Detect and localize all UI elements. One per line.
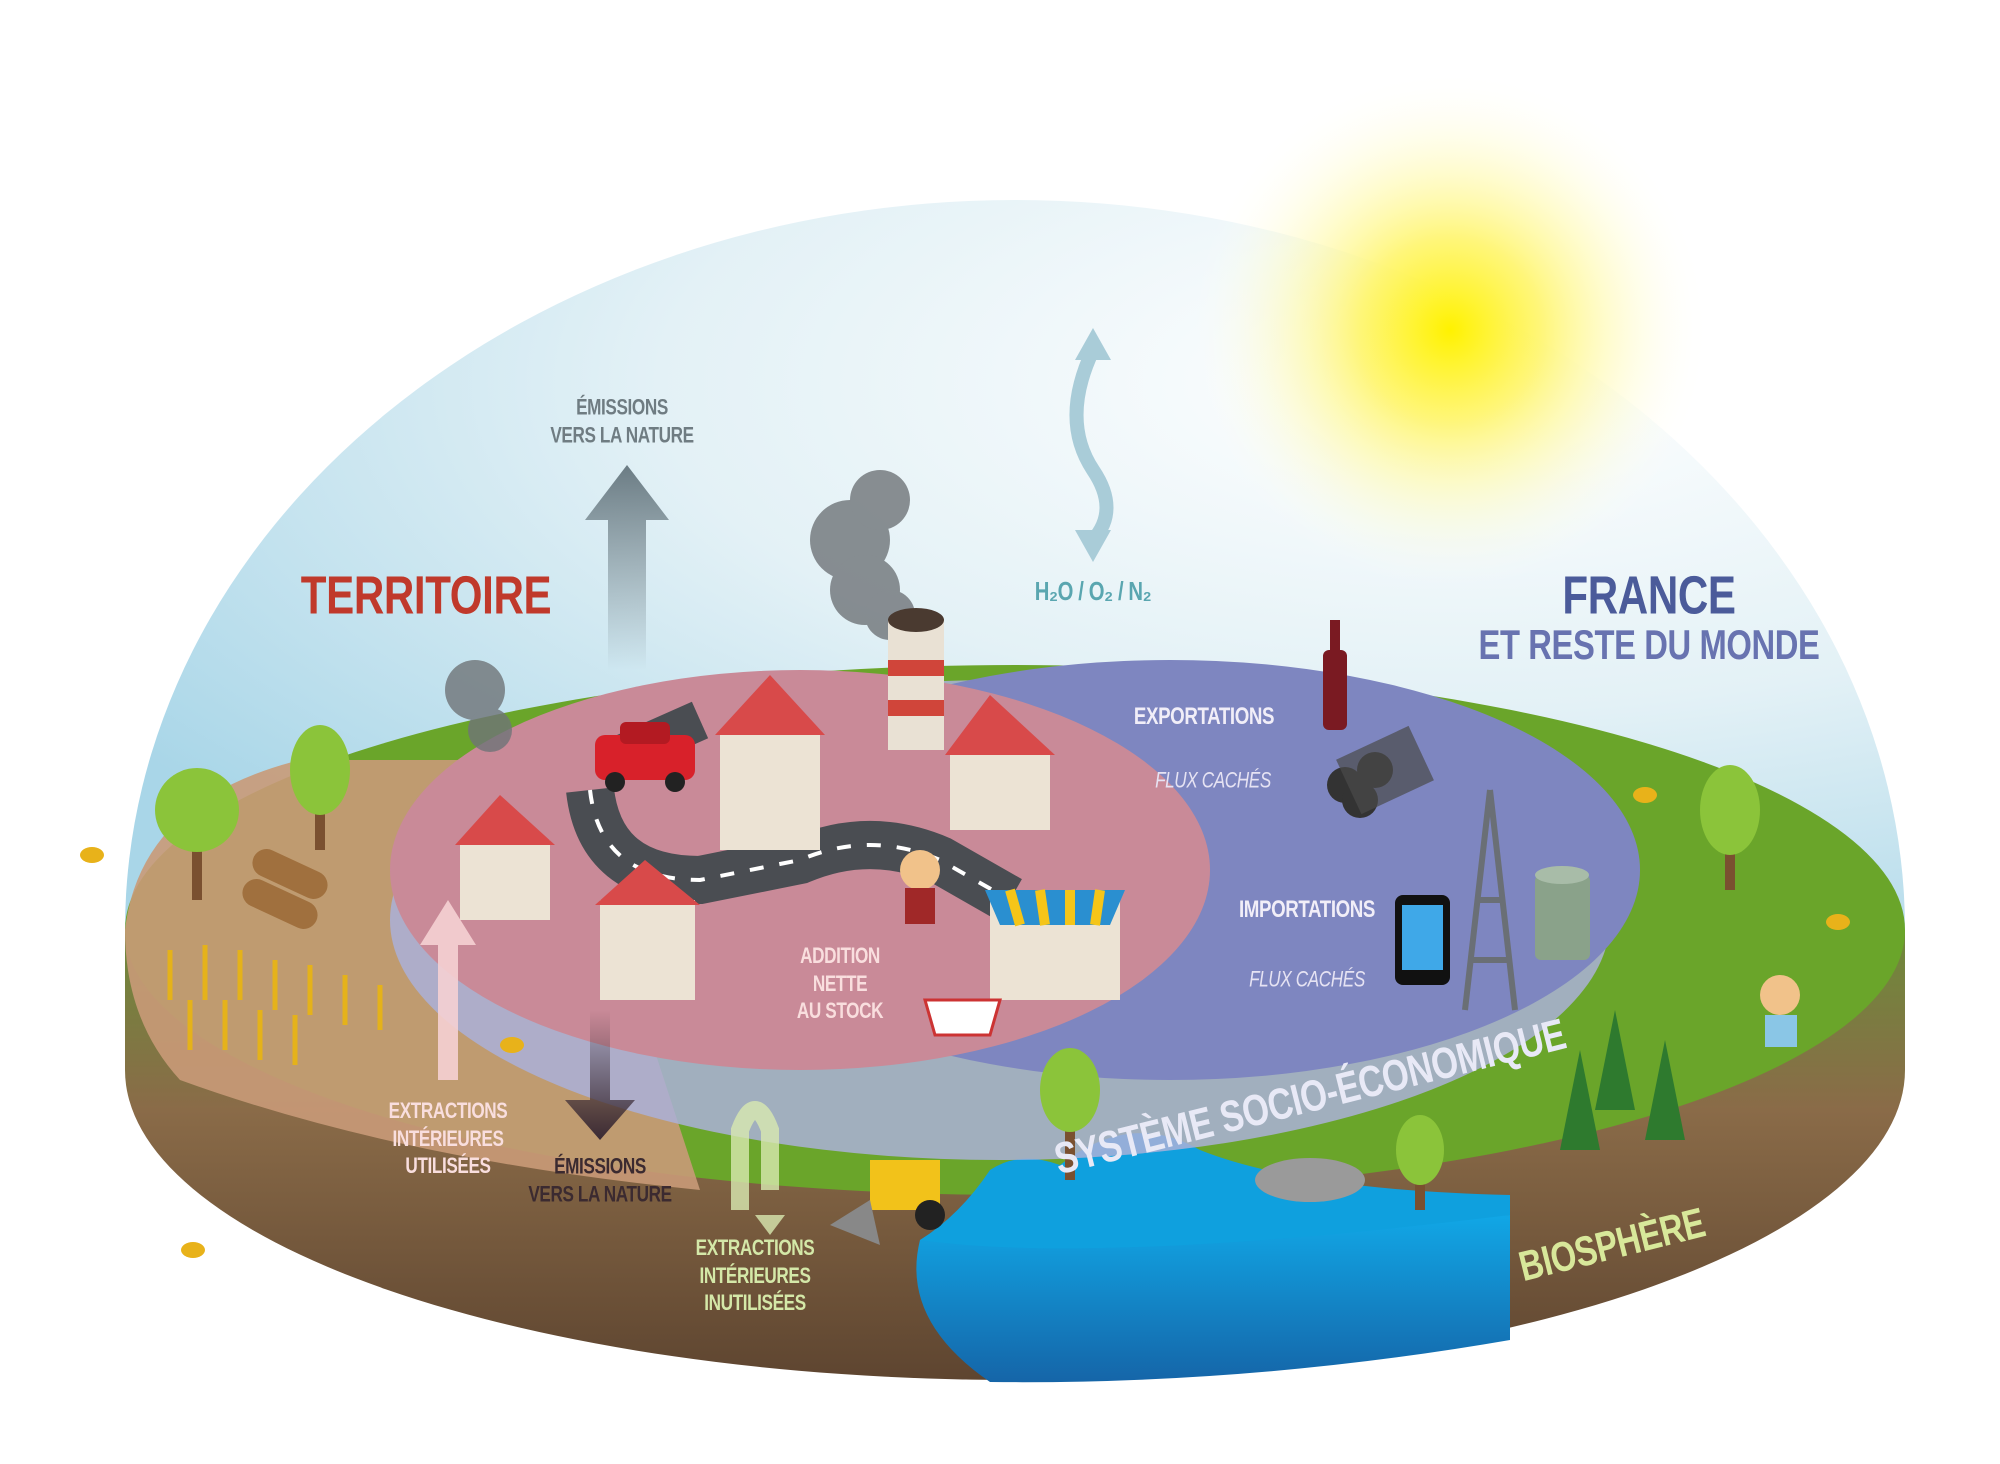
emissions-up-arrow xyxy=(585,465,669,670)
addition-line2: NETTE xyxy=(812,970,868,996)
bees xyxy=(80,787,1850,1258)
running-child xyxy=(1760,975,1800,1047)
rest-of-world-title: ET RESTE DU MONDE xyxy=(1478,620,1820,668)
pipes xyxy=(1327,725,1434,818)
wine-bottle xyxy=(1323,620,1347,730)
logs xyxy=(242,849,328,929)
used-extractions-label: EXTRACTIONS INTÉRIEURES UTILISÉES xyxy=(389,1097,508,1180)
used-extractions-line2: INTÉRIEURES xyxy=(392,1125,504,1151)
oil-barrel xyxy=(1535,866,1590,960)
car xyxy=(595,722,695,792)
emissions-bottom-line2: VERS LA NATURE xyxy=(528,1181,672,1206)
addition-line3: AU STOCK xyxy=(796,997,884,1023)
unused-extractions-line2: INTÉRIEURES xyxy=(699,1262,811,1288)
used-extractions-line1: EXTRACTIONS xyxy=(388,1097,508,1123)
wheat-field xyxy=(167,945,383,1065)
unused-extractions-label: EXTRACTIONS INTÉRIEURES INUTILISÉES xyxy=(696,1234,815,1317)
smoke xyxy=(445,470,915,752)
extractions-up-arrow xyxy=(420,900,476,1080)
unused-extractions-line3: INUTILISÉES xyxy=(704,1289,806,1315)
emissions-top-line1: ÉMISSIONS xyxy=(576,394,668,420)
unused-extractions-arrow xyxy=(731,1101,779,1210)
gas-exchange-arrow xyxy=(1069,347,1114,545)
addition-line1: ADDITION xyxy=(800,942,880,968)
smartphone xyxy=(1395,895,1450,985)
shop xyxy=(985,888,1125,1000)
factory-chimney xyxy=(888,608,944,750)
emissions-down-arrow xyxy=(565,1010,635,1140)
hidden-flows-import-label: FLUX CACHÉS xyxy=(1249,966,1365,992)
emissions-bottom-line1: ÉMISSIONS xyxy=(554,1153,646,1179)
bulldozer xyxy=(830,1160,945,1245)
importations-label: IMPORTATIONS xyxy=(1238,896,1376,923)
pylon xyxy=(1462,789,1518,1011)
unused-extractions-line1: EXTRACTIONS xyxy=(695,1234,815,1260)
net-stock-addition-label: ADDITION NETTE AU STOCK xyxy=(796,942,884,1025)
lake-front xyxy=(916,1215,1510,1383)
hidden-flows-export-label: FLUX CACHÉS xyxy=(1155,767,1271,793)
emissions-bottom-label: ÉMISSIONS VERS LA NATURE xyxy=(528,1153,672,1208)
gases-label: H₂O / O₂ / N₂ xyxy=(1034,575,1152,606)
exportations-label: EXPORTATIONS xyxy=(1133,703,1275,730)
shopping-basket xyxy=(923,998,1002,1037)
used-extractions-line3: UTILISÉES xyxy=(405,1152,491,1178)
person xyxy=(900,850,940,924)
emissions-top-label: ÉMISSIONS VERS LA NATURE xyxy=(550,394,694,449)
territoire-title: TERRITOIRE xyxy=(300,565,552,626)
sun xyxy=(1190,70,1710,590)
emissions-top-line2: VERS LA NATURE xyxy=(550,422,694,447)
trees xyxy=(155,725,1760,1210)
france-title: FRANCE xyxy=(1562,565,1736,626)
rock-pile xyxy=(1255,1158,1365,1202)
houses xyxy=(455,675,1055,1000)
